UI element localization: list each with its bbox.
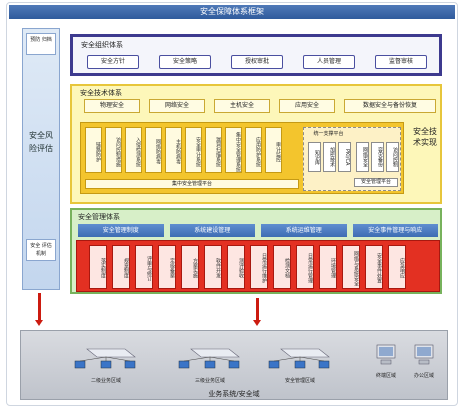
business-title: 业务系统/安全域 — [208, 390, 260, 398]
tech-box: 入侵检测系统 — [125, 127, 142, 173]
risk-assessment-label: 安全风险评估 — [29, 131, 53, 153]
network-zone: 三级业务区域 — [171, 339, 249, 385]
tech-box: 安全审计系统 — [185, 127, 202, 173]
mgmt-box: 应急响应 — [388, 245, 406, 289]
org-title: 安全组织体系 — [81, 41, 123, 49]
org-system-panel: 安全组织体系 安全方针 安全策略 授权审批 人员管理 监督审核 — [70, 34, 442, 76]
assessment-mechanism-box: 安全 评估 机制 — [26, 239, 56, 261]
tech-box: 主机防病毒 — [165, 127, 182, 173]
support-box: 网络安全 — [356, 142, 369, 172]
support-platform-label: 统一支撑平台 — [313, 131, 344, 137]
mgmt-tab: 安全事件管理与响应 — [352, 224, 438, 237]
org-item: 监督审核 — [375, 55, 427, 69]
mgmt-box: 网络与系统安全 — [342, 245, 360, 289]
mgmt-title: 安全管理体系 — [78, 213, 120, 221]
org-item: 安全方针 — [87, 55, 139, 69]
computer-icon — [414, 344, 434, 365]
tech-box: 访问控制措施 — [105, 127, 122, 173]
tech-title: 安全技术体系 — [80, 89, 122, 97]
page-title: 安全保障体系框架 — [9, 5, 455, 19]
support-box: 访问控制 — [386, 142, 399, 172]
zone-label: 安全管理区域 — [284, 378, 315, 384]
support-platform-area: 统一支撑平台 知识库 加密技术 PKI/CA 网络安全 容灾备份 访问控制 安全… — [303, 127, 401, 191]
mgmt-system-panel: 安全管理体系 安全管理制度 系统建设管理 系统运维管理 安全事件管理与响应 落实… — [70, 208, 442, 294]
network-switch-icon — [178, 348, 240, 369]
zone-label: 终端区域 — [375, 373, 396, 379]
mgmt-box: 评审与修订 — [135, 245, 153, 289]
prevention-archive-box: 预防 归档 — [26, 33, 56, 55]
tech-system-panel: 安全技术体系 物理安全 网络安全 主机安全 应用安全 数据安全与备份恢复 链路防… — [70, 84, 442, 204]
mgmt-box: 日常运行管理 — [296, 245, 314, 289]
business-zone-panel: 二级业务区域 三级业务区域 安全管理区域 — [20, 330, 448, 400]
arrow-down-icon — [35, 293, 43, 326]
mgmt-box: 测评验收 — [227, 245, 245, 289]
mgmt-measures-area: 落实制度 规章制度 评审与修订 定级备案 方案实施 软件开发 测评验收 日常运行… — [76, 240, 440, 292]
org-item: 人员管理 — [303, 55, 355, 69]
support-box: 容灾备份 — [371, 142, 384, 172]
org-item: 安全策略 — [159, 55, 211, 69]
network-zone: 安全管理区域 — [261, 339, 339, 385]
support-box: 加密技术 — [323, 142, 336, 172]
mgmt-box: 环境管理 — [319, 245, 337, 289]
tech-box: 漏洞扫描系统 — [205, 127, 222, 173]
tech-box: 审计监控 — [265, 127, 282, 173]
zone-label: 办公区域 — [413, 373, 434, 379]
org-item: 授权审批 — [231, 55, 283, 69]
tech-tab: 应用安全 — [279, 99, 335, 113]
central-security-platform: 集中安全管理平台 — [85, 179, 299, 189]
tech-box: 集中安全管理系统 — [225, 127, 242, 173]
mgmt-tab: 系统建设管理 — [169, 224, 255, 237]
computer-icon — [376, 344, 396, 365]
tech-tab: 物理安全 — [84, 99, 140, 113]
mgmt-box: 检测文档 — [273, 245, 291, 289]
network-switch-icon — [74, 348, 136, 369]
tech-implementation-label: 安全技术实现 — [413, 127, 437, 147]
mgmt-box: 规章制度 — [112, 245, 130, 289]
office-zone: 办公区域 — [409, 339, 439, 385]
security-management-platform: 安全管理平台 — [354, 178, 398, 187]
zone-label: 二级业务区域 — [90, 378, 121, 384]
tech-inner-area: 链路防护 访问控制措施 入侵检测系统 网络防病毒 主机防病毒 安全审计系统 漏洞… — [80, 122, 404, 194]
mgmt-box: 日常运行维护 — [250, 245, 268, 289]
support-box: PKI/CA — [338, 142, 351, 172]
arrow-down-icon — [253, 298, 261, 326]
tech-box: 链路防护 — [85, 127, 102, 173]
mgmt-box: 软件开发 — [204, 245, 222, 289]
zone-label: 三级业务区域 — [194, 378, 225, 384]
mgmt-box: 定级备案 — [158, 245, 176, 289]
tech-box: 网络防病毒 — [145, 127, 162, 173]
tech-tab: 主机安全 — [214, 99, 270, 113]
mgmt-box: 落实制度 — [89, 245, 107, 289]
mgmt-tab: 安全管理制度 — [78, 224, 164, 237]
network-zone: 二级业务区域 — [67, 339, 145, 385]
mgmt-box: 方案实施 — [181, 245, 199, 289]
tech-tab: 数据安全与备份恢复 — [344, 99, 436, 113]
mgmt-box: 安全事件处置 — [365, 245, 383, 289]
tech-box: 应用防护系统 — [245, 127, 262, 173]
support-box: 知识库 — [308, 142, 321, 172]
mgmt-tab: 系统运维管理 — [261, 224, 347, 237]
terminal-zone: 终端区域 — [371, 339, 401, 385]
risk-assessment-column: 预防 归档 安全风险评估 安全 评估 机制 — [22, 28, 60, 290]
network-switch-icon — [268, 348, 330, 369]
tech-tab: 网络安全 — [149, 99, 205, 113]
